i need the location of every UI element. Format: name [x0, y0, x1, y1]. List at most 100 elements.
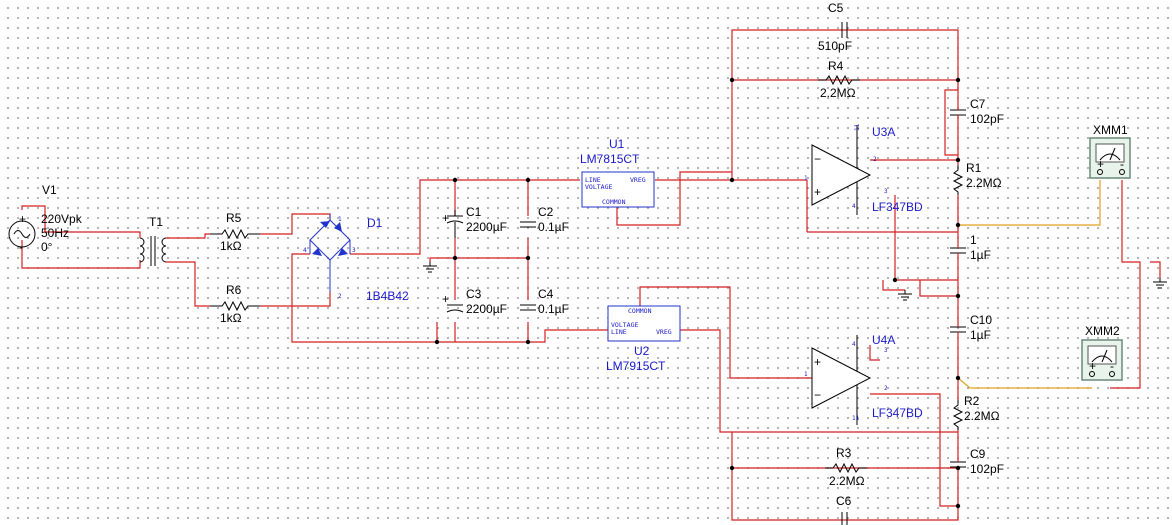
d1-bridge — [309, 214, 351, 292]
r1-ref: R1 — [966, 161, 982, 175]
ground-icon — [423, 262, 437, 273]
u3a-pin1: 1 — [804, 175, 808, 182]
xmm1-multimeter[interactable] — [1089, 137, 1131, 179]
u3a-pin11: 11 — [854, 123, 861, 131]
u2-common-label: COMMON — [628, 307, 652, 315]
u1-voltage-label: VOLTAGE — [585, 183, 612, 191]
c7-ref: C7 — [970, 97, 986, 111]
r2-value: 2.2MΩ — [964, 409, 1000, 423]
c2-value: 0.1µF — [538, 220, 569, 234]
c6-ref: C6 — [836, 494, 852, 508]
r6-ref: R6 — [226, 283, 242, 297]
c1-capacitor: + — [442, 210, 464, 238]
c2-capacitor — [520, 221, 536, 228]
u3a-ref: U3A — [872, 125, 895, 139]
u4a-pin3: 3 — [884, 347, 888, 354]
r6-resistor — [210, 300, 260, 312]
r3-ref: R3 — [836, 446, 852, 460]
u1-common-label: COMMON — [602, 198, 626, 206]
r3-value: 2.2MΩ — [829, 474, 865, 488]
svg-text:+: + — [19, 212, 26, 226]
c3-capacitor: + — [442, 292, 464, 313]
c1-ref: C1 — [466, 205, 482, 219]
v1-source: + - — [8, 212, 36, 254]
u3a-part: LF347BD — [872, 200, 923, 214]
t1-transformer — [139, 236, 167, 266]
r1-resistor — [952, 165, 964, 195]
svg-text:−: − — [814, 388, 821, 402]
c8-capacitor — [950, 232, 966, 270]
r5-value: 1kΩ — [220, 239, 242, 253]
u2-part: LM7915CT — [606, 359, 666, 373]
c4-ref: C4 — [538, 287, 554, 301]
meter-wires — [957, 180, 1101, 389]
d1-pin3: 3 — [352, 247, 356, 254]
u2-regulator — [607, 305, 681, 342]
xmm1-plus: + — [1097, 157, 1104, 171]
c5-value: 510pF — [818, 39, 852, 53]
xmm1-ref: XMM1 — [1093, 123, 1128, 137]
r5-ref: R5 — [226, 211, 242, 225]
svg-text:+: + — [814, 355, 821, 369]
u2-vreg-label: VREG — [656, 328, 672, 336]
r4-resistor — [818, 74, 860, 86]
v1-phase: 0° — [41, 240, 53, 254]
d1-pin2: 2 — [338, 293, 342, 300]
c8-ref: 1 — [970, 233, 977, 247]
c7-value: 102pF — [970, 112, 1004, 126]
c5-ref: C5 — [828, 1, 844, 15]
t1-ref: T1 — [149, 215, 163, 229]
u4a-ref: U4A — [872, 333, 895, 347]
ground-icon — [1153, 278, 1167, 289]
u1-line-label: LINE — [585, 176, 601, 184]
c3-ref: C3 — [466, 287, 482, 301]
u4a-opamp: + − — [811, 335, 872, 425]
u1-ref: U1 — [609, 137, 625, 151]
svg-text:+: + — [442, 292, 449, 306]
xmm2-multimeter[interactable] — [1081, 339, 1123, 381]
r3-resistor — [825, 462, 867, 474]
svg-text:+: + — [814, 185, 821, 199]
u3a-opamp: − + — [811, 125, 872, 215]
v1-value: 220Vpk — [41, 212, 83, 226]
u3a-pin4: 4 — [852, 203, 856, 210]
xmm1-minus: - — [1120, 157, 1124, 171]
u3a-pin2: 2 — [873, 156, 877, 163]
u1-part: LM7815CT — [580, 152, 640, 166]
xmm2-plus: + — [1089, 359, 1096, 373]
svg-text:+: + — [442, 211, 449, 225]
c10-capacitor — [950, 315, 966, 345]
u4a-pin4: 4 — [852, 341, 856, 348]
r5-resistor — [210, 228, 260, 240]
junction-dots — [434, 77, 961, 509]
u2-ref: U2 — [634, 344, 650, 358]
xmm2-ref: XMM2 — [1085, 324, 1120, 338]
c8-value: 1µF — [970, 248, 991, 262]
d1-part: 1B4B42 — [366, 289, 409, 303]
u2-line-label: LINE — [611, 328, 627, 336]
u1-vreg-label: VREG — [630, 176, 646, 184]
c9-value: 102pF — [970, 462, 1004, 476]
c2-ref: C2 — [538, 205, 554, 219]
svg-text:−: − — [814, 152, 821, 166]
u1-regulator — [581, 171, 655, 208]
c10-ref: C10 — [970, 313, 992, 327]
r2-resistor — [952, 400, 964, 430]
c1-value: 2200µF — [466, 220, 507, 234]
u4a-part: LF347BD — [872, 406, 923, 420]
v1-freq: 50Hz — [41, 226, 69, 240]
svg-text:-: - — [19, 240, 23, 254]
r2-ref: R2 — [964, 394, 980, 408]
c6-capacitor — [841, 512, 848, 525]
xmm2-minus: - — [1110, 359, 1114, 373]
ground-icon — [898, 290, 912, 301]
c4-capacitor — [520, 304, 536, 311]
u4a-pin11: 11 — [852, 415, 860, 422]
d1-ref: D1 — [367, 216, 383, 230]
c10-value: 1µF — [970, 328, 991, 342]
r4-value: 2.2MΩ — [820, 86, 856, 100]
u4a-pin1: 1 — [804, 371, 808, 378]
c3-value: 2200µF — [466, 302, 507, 316]
u2-voltage-label: VOLTAGE — [611, 321, 638, 329]
